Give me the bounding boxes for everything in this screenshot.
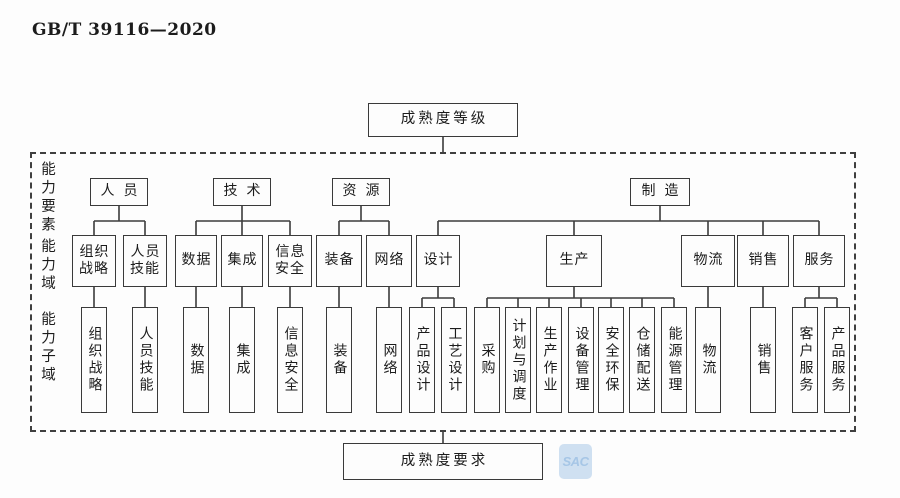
subdomain-label: 工艺设计 [446, 326, 462, 394]
domain-label: 集成 [227, 253, 258, 269]
element-label: 人员 [100, 184, 147, 200]
subdomain-label: 安全环保 [603, 326, 619, 394]
domain-box: 网络 [366, 235, 412, 287]
domain-box: 设计 [416, 235, 460, 287]
domain-label: 信息 安全 [275, 244, 306, 277]
subdomain-label: 客户服务 [797, 326, 813, 394]
domain-box: 信息 安全 [268, 235, 312, 287]
subdomain-box: 网络 [376, 307, 402, 413]
subdomain-box: 人员技能 [132, 307, 158, 413]
element-label: 制造 [641, 184, 688, 200]
subdomain-label: 生产作业 [541, 326, 557, 394]
subdomain-box: 装备 [326, 307, 352, 413]
domain-label: 组织 战略 [79, 244, 110, 277]
domain-box: 物流 [681, 235, 735, 287]
document-number: GB/T 39116—2020 [32, 20, 217, 40]
subdomain-box: 仓储配送 [629, 307, 655, 413]
subdomain-box: 计划与调度 [505, 307, 531, 413]
element-box: 技术 [213, 178, 271, 206]
subdomain-label: 物流 [700, 343, 716, 377]
element-box: 制造 [630, 178, 690, 206]
subdomain-label: 产品设计 [414, 326, 430, 394]
domain-label: 网络 [374, 253, 405, 269]
domain-label: 数据 [181, 253, 212, 269]
subdomain-label: 仓储配送 [634, 326, 650, 394]
subdomain-box: 工艺设计 [441, 307, 467, 413]
element-box: 资源 [332, 178, 390, 206]
row-label-capability-elements: 能力要素 [39, 161, 55, 235]
subdomain-box: 设备管理 [568, 307, 594, 413]
subdomain-box: 产品设计 [409, 307, 435, 413]
subdomain-box: 客户服务 [792, 307, 818, 413]
capability-framework-region [30, 152, 856, 432]
domain-label: 物流 [693, 253, 724, 269]
domain-box: 装备 [316, 235, 362, 287]
subdomain-label: 销售 [755, 343, 771, 377]
domain-label: 人员 技能 [130, 244, 161, 277]
subdomain-label: 装备 [331, 343, 347, 377]
subdomain-box: 信息安全 [277, 307, 303, 413]
subdomain-label: 产品服务 [829, 326, 845, 394]
row-label-capability-domains: 能力域 [39, 238, 55, 294]
domain-box: 生产 [546, 235, 602, 287]
subdomain-label: 组织战略 [86, 326, 102, 394]
domain-label: 设计 [423, 253, 454, 269]
subdomain-label: 信息安全 [282, 326, 298, 394]
subdomain-label: 设备管理 [573, 326, 589, 394]
row-label-capability-subdomains: 能力子域 [39, 311, 55, 385]
subdomain-label: 数据 [188, 343, 204, 377]
maturity-requirements-box: 成熟度要求 [343, 443, 543, 480]
sac-watermark-label: SAC [562, 454, 589, 469]
subdomain-label: 能源管理 [666, 326, 682, 394]
subdomain-box: 安全环保 [598, 307, 624, 413]
domain-box: 人员 技能 [123, 235, 167, 287]
element-label: 资源 [342, 184, 389, 200]
subdomain-box: 数据 [183, 307, 209, 413]
subdomain-label: 计划与调度 [510, 317, 526, 403]
subdomain-label: 人员技能 [137, 326, 153, 394]
subdomain-box: 产品服务 [824, 307, 850, 413]
element-label: 技术 [223, 184, 270, 200]
domain-label: 销售 [748, 253, 779, 269]
element-box: 人员 [90, 178, 148, 206]
subdomain-box: 物流 [695, 307, 721, 413]
subdomain-box: 组织战略 [81, 307, 107, 413]
maturity-level-box: 成熟度等级 [368, 103, 518, 137]
subdomain-box: 能源管理 [661, 307, 687, 413]
domain-box: 数据 [175, 235, 217, 287]
subdomain-box: 集成 [229, 307, 255, 413]
subdomain-box: 采购 [474, 307, 500, 413]
domain-box: 集成 [221, 235, 263, 287]
subdomain-box: 生产作业 [536, 307, 562, 413]
subdomain-label: 集成 [234, 343, 250, 377]
subdomain-label: 采购 [479, 343, 495, 377]
domain-box: 服务 [793, 235, 845, 287]
subdomain-label: 网络 [381, 343, 397, 377]
domain-box: 组织 战略 [72, 235, 116, 287]
maturity-level-label: 成熟度等级 [400, 111, 489, 128]
domain-label: 服务 [804, 253, 835, 269]
domain-label: 生产 [559, 253, 590, 269]
sac-watermark-logo: SAC [559, 444, 592, 479]
domain-label: 装备 [324, 253, 355, 269]
subdomain-box: 销售 [750, 307, 776, 413]
maturity-requirements-label: 成熟度要求 [400, 452, 489, 469]
domain-box: 销售 [737, 235, 789, 287]
